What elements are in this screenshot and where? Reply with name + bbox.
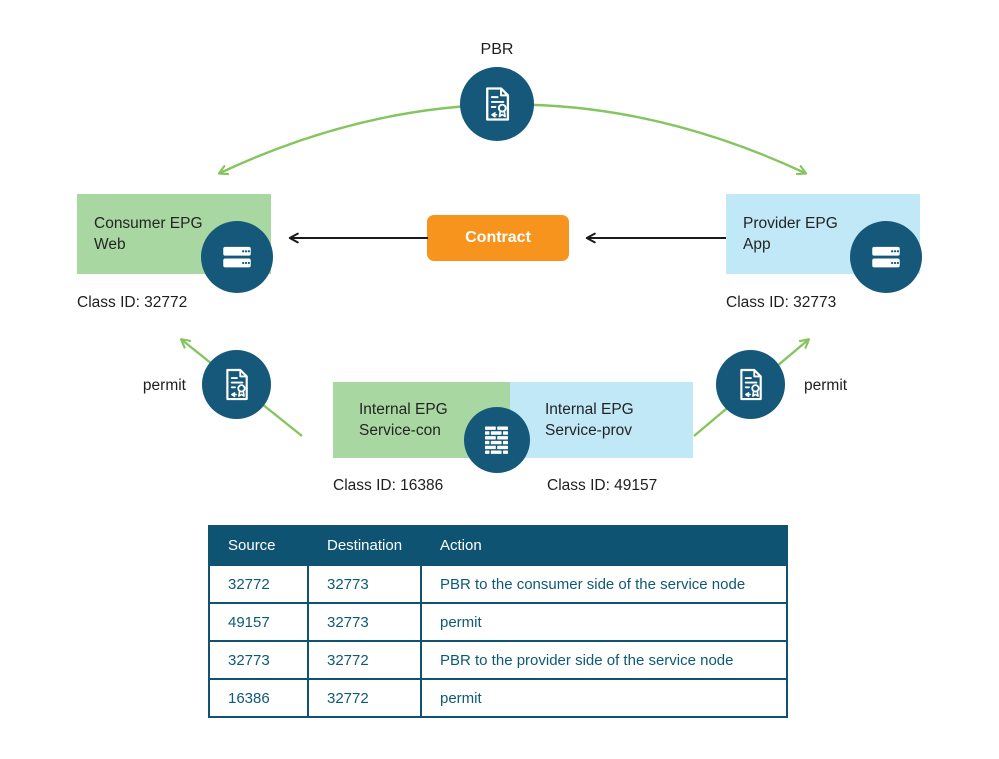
table-row: 49157 32773 permit xyxy=(208,602,788,642)
internal-epg-con-subname: Service-con xyxy=(359,422,441,439)
internal-epg-prov-name: Internal EPG xyxy=(545,401,634,418)
contract-box: Contract xyxy=(427,215,569,261)
firewall-icon xyxy=(464,407,530,473)
permit-right-contract-icon xyxy=(716,350,785,419)
cell-action: PBR to the provider side of the service … xyxy=(420,640,788,680)
header-action: Action xyxy=(420,525,788,566)
service-prov-class-id: Class ID: 49157 xyxy=(547,477,658,494)
table-row: 32773 32772 PBR to the provider side of … xyxy=(208,640,788,680)
cell-destination: 32772 xyxy=(307,640,422,680)
permit-right-label: permit xyxy=(804,377,848,394)
provider-server-icon xyxy=(850,221,922,293)
cell-action: permit xyxy=(420,678,788,718)
cell-action: PBR to the consumer side of the service … xyxy=(420,564,788,604)
cell-source: 32773 xyxy=(208,640,309,680)
permit-left-contract-icon xyxy=(202,350,271,419)
internal-epg-prov-subname: Service-prov xyxy=(545,422,632,439)
cell-source: 32772 xyxy=(208,564,309,604)
permit-left-label: permit xyxy=(142,377,186,394)
cell-destination: 32772 xyxy=(307,678,422,718)
cell-source: 49157 xyxy=(208,602,309,642)
internal-epg-con-name: Internal EPG xyxy=(359,401,448,418)
cell-destination: 32773 xyxy=(307,564,422,604)
provider-epg-subname: App xyxy=(743,236,771,253)
header-source: Source xyxy=(208,525,309,566)
cell-destination: 32773 xyxy=(307,602,422,642)
consumer-epg-name: Consumer EPG xyxy=(94,215,203,232)
table-header-row: Source Destination Action xyxy=(208,525,788,566)
table-row: 16386 32772 permit xyxy=(208,678,788,718)
internal-epg-service-prov-box: Internal EPG Service-prov xyxy=(510,382,693,458)
cell-source: 16386 xyxy=(208,678,309,718)
pbr-label: PBR xyxy=(480,41,514,58)
provider-class-id: Class ID: 32773 xyxy=(726,294,837,311)
header-destination: Destination xyxy=(307,525,422,566)
consumer-class-id: Class ID: 32772 xyxy=(77,294,188,311)
consumer-epg-subname: Web xyxy=(94,236,126,253)
consumer-server-icon xyxy=(201,221,273,293)
provider-epg-name: Provider EPG xyxy=(743,215,838,232)
zoning-rules-table: Source Destination Action 32772 32773 PB… xyxy=(208,525,788,718)
pbr-contract-icon xyxy=(460,67,534,141)
service-con-class-id: Class ID: 16386 xyxy=(333,477,444,494)
table-row: 32772 32773 PBR to the consumer side of … xyxy=(208,564,788,604)
cell-action: permit xyxy=(420,602,788,642)
